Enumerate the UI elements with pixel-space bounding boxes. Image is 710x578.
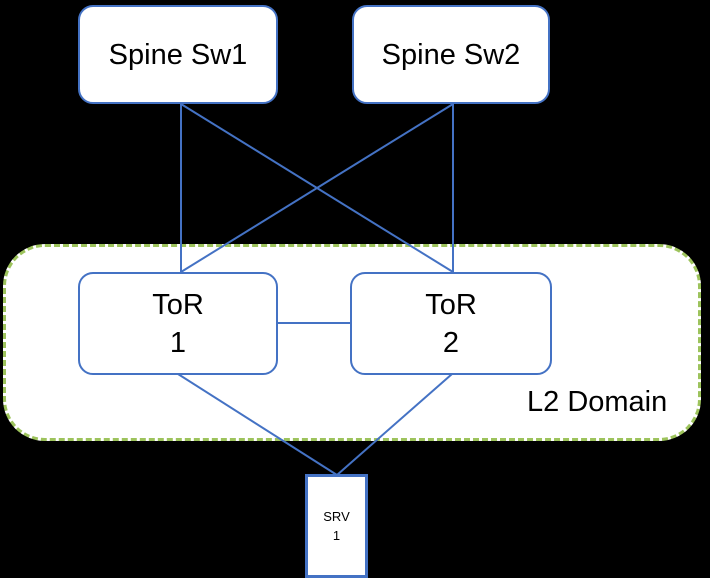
node-tor-1[interactable]: ToR 1 xyxy=(78,272,278,375)
node-spine-sw1[interactable]: Spine Sw1 xyxy=(78,5,278,104)
l2-domain-label: L2 Domain xyxy=(527,386,668,418)
link-tor-1-srv-1 xyxy=(177,373,338,476)
node-srv-1[interactable]: SRV 1 xyxy=(305,474,368,578)
node-spine-sw2[interactable]: Spine Sw2 xyxy=(352,5,550,104)
node-tor-1-index: 1 xyxy=(169,326,187,359)
node-tor-1-label: ToR xyxy=(152,288,204,321)
link-tor-2-srv-1 xyxy=(336,373,453,476)
link-spine-sw2-tor-1 xyxy=(180,103,454,273)
node-spine-sw2-label: Spine Sw2 xyxy=(381,38,521,71)
node-tor-2[interactable]: ToR 2 xyxy=(350,272,552,375)
node-srv-1-label: SRV xyxy=(323,509,350,524)
node-tor-2-index: 2 xyxy=(442,326,460,359)
node-spine-sw1-label: Spine Sw1 xyxy=(108,38,248,71)
node-srv-1-index: 1 xyxy=(332,528,341,543)
node-tor-2-label: ToR xyxy=(425,288,477,321)
